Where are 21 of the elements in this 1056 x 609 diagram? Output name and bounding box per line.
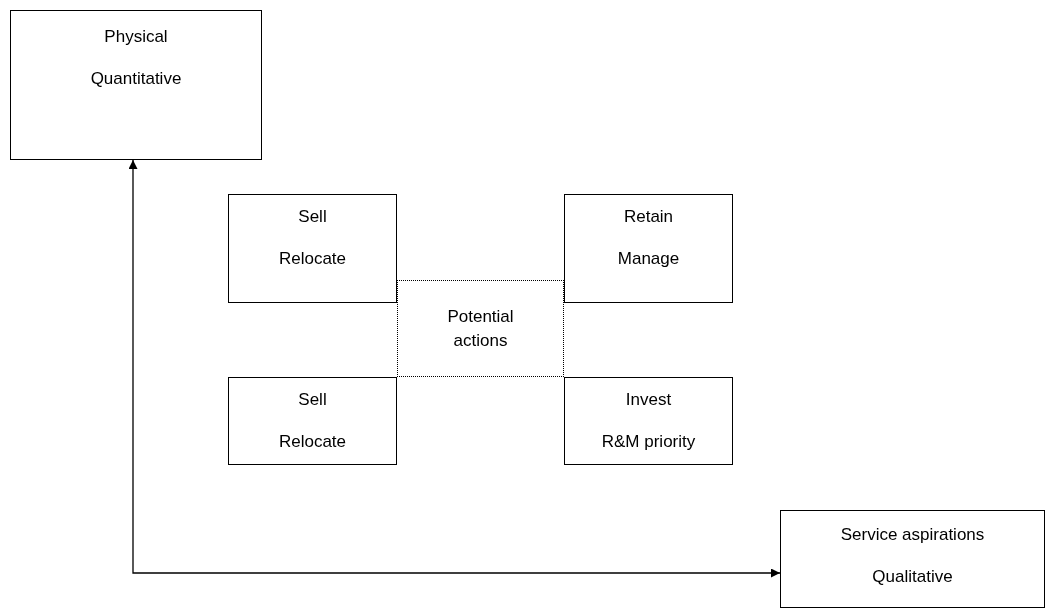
box-text: Sell <box>298 389 327 411</box>
box-text: Invest <box>625 389 672 411</box>
box-text: Relocate <box>278 431 347 453</box>
box-text: R&M priority <box>601 431 696 453</box>
box-text: Manage <box>617 248 680 270</box>
box-text: Physical <box>104 26 168 48</box>
arrow <box>128 159 781 578</box>
box-text: Quantitative <box>90 68 182 90</box>
box-text: Relocate <box>278 248 347 270</box>
text-box <box>780 510 1045 608</box>
box-text: Potential actions <box>446 305 515 352</box>
dotted-box <box>397 280 564 377</box>
box-text: Qualitative <box>872 566 953 588</box>
text-box <box>10 10 262 160</box>
box-text: Retain <box>623 206 674 228</box>
box-text: Sell <box>298 206 327 228</box>
text-box <box>564 377 733 465</box>
text-box <box>228 194 397 303</box>
text-box <box>564 194 733 303</box>
box-text: Service aspirations <box>840 524 985 546</box>
text-box <box>228 377 397 465</box>
